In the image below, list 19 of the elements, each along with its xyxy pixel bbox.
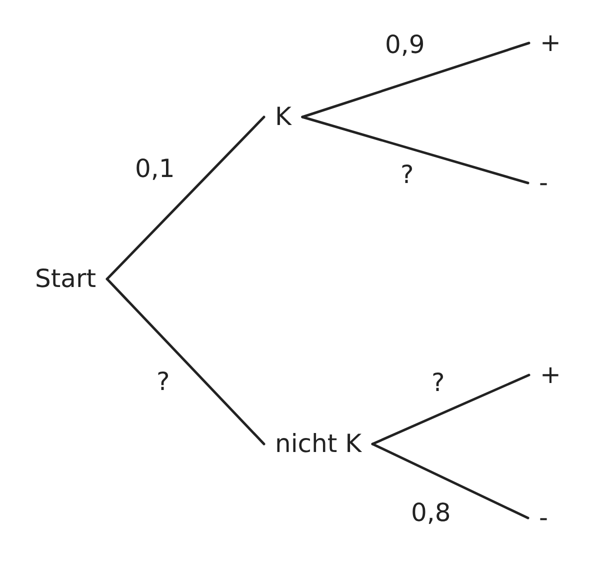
tree-branch [106, 278, 266, 446]
tree-node-label: - [531, 168, 556, 198]
tree-node-label: nicht K [267, 429, 370, 459]
tree-node-label: + [532, 360, 569, 390]
probability-label: ? [156, 367, 170, 397]
tree-node-label: K [267, 102, 300, 132]
tree-branch [106, 116, 266, 280]
tree-node-label: Start [27, 264, 104, 294]
probability-label: ? [432, 368, 445, 398]
probability-label: 0,8 [411, 498, 451, 528]
tree-node-label: - [531, 503, 556, 533]
probability-label: 0,1 [135, 154, 175, 184]
probability-label: 0,9 [385, 30, 425, 60]
tree-branch [301, 42, 530, 118]
tree-branch [301, 116, 530, 184]
tree-branch [371, 374, 530, 446]
probability-label: ? [400, 160, 414, 190]
tree-node-label: + [532, 28, 569, 58]
tree-branch [371, 442, 530, 520]
